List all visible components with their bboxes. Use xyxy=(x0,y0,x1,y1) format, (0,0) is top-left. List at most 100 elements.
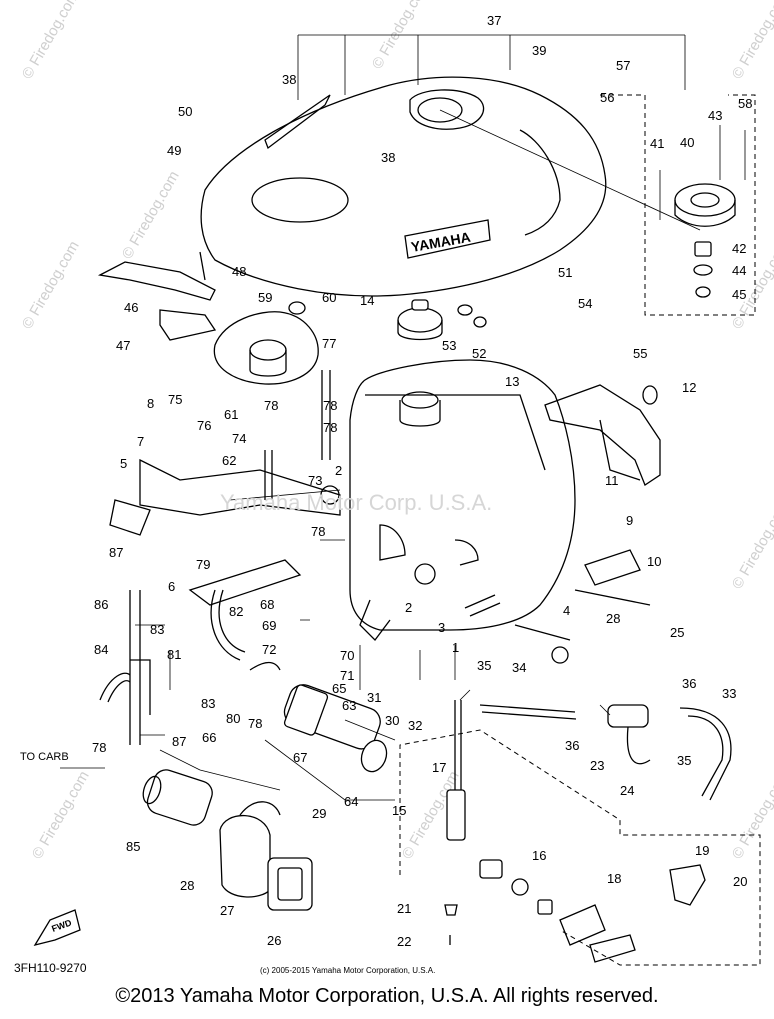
callout-32: 32 xyxy=(408,718,422,733)
callout-86: 86 xyxy=(94,597,108,612)
callout-4: 4 xyxy=(563,603,570,618)
callout-33: 33 xyxy=(722,686,736,701)
callout-70: 70 xyxy=(340,648,354,663)
hoses xyxy=(99,370,732,801)
callout-51: 51 xyxy=(558,265,572,280)
diagram-code: 3FH110-9270 xyxy=(14,961,87,975)
callout-41: 41 xyxy=(650,136,664,151)
callout-78: 78 xyxy=(264,398,278,413)
callout-45: 45 xyxy=(732,287,746,302)
callout-78: 78 xyxy=(311,524,325,539)
callout-60: 60 xyxy=(322,290,336,305)
callout-38: 38 xyxy=(381,150,395,165)
callout-25: 25 xyxy=(670,625,684,640)
callout-46: 46 xyxy=(124,300,138,315)
callout-71: 71 xyxy=(340,668,354,683)
callout-10: 10 xyxy=(647,554,661,569)
callout-30: 30 xyxy=(385,713,399,728)
leader-lines xyxy=(60,34,761,966)
callout-72: 72 xyxy=(262,642,276,657)
watermark-text: © Firedog.com xyxy=(19,0,83,82)
callout-47: 47 xyxy=(116,338,130,353)
callout-22: 22 xyxy=(397,934,411,949)
callout-83: 83 xyxy=(201,696,215,711)
callout-81: 81 xyxy=(167,647,181,662)
callout-61: 61 xyxy=(224,407,238,422)
callout-83: 83 xyxy=(150,622,164,637)
callout-87: 87 xyxy=(172,734,186,749)
callout-20: 20 xyxy=(733,874,747,889)
callout-64: 64 xyxy=(344,794,358,809)
callout-50: 50 xyxy=(178,104,192,119)
callout-82: 82 xyxy=(229,604,243,619)
callout-78: 78 xyxy=(92,740,106,755)
small-copyright: (c) 2005-2015 Yamaha Motor Corporation, … xyxy=(260,966,436,975)
callout-56: 56 xyxy=(600,90,614,105)
callout-16: 16 xyxy=(532,848,546,863)
frame-bracket xyxy=(109,458,341,606)
bracket-rear xyxy=(544,384,661,486)
callout-37: 37 xyxy=(487,13,501,28)
callout-13: 13 xyxy=(505,374,519,389)
cap-assembly xyxy=(674,183,736,298)
callout-28: 28 xyxy=(180,878,194,893)
callout-9: 9 xyxy=(626,513,633,528)
callout-80: 80 xyxy=(226,711,240,726)
callout-79: 79 xyxy=(196,557,210,572)
callout-67: 67 xyxy=(293,750,307,765)
watermark-text: © Firedog.com xyxy=(729,768,774,862)
callout-78: 78 xyxy=(323,420,337,435)
bracket-front xyxy=(97,251,217,341)
callout-17: 17 xyxy=(432,760,446,775)
watermark-text: © Firedog.com xyxy=(729,498,774,592)
inline-filter xyxy=(607,704,651,765)
callout-11: 11 xyxy=(605,473,619,488)
callout-78: 78 xyxy=(248,716,262,731)
callout-8: 8 xyxy=(147,396,154,411)
callout-87: 87 xyxy=(109,545,123,560)
filler-cap-holder xyxy=(213,301,319,385)
fuel-filter xyxy=(142,769,213,826)
callout-38: 38 xyxy=(282,72,296,87)
callout-84: 84 xyxy=(94,642,108,657)
callout-35: 35 xyxy=(477,658,491,673)
fuel-cock xyxy=(444,700,636,963)
callout-5: 5 xyxy=(120,456,127,471)
callout-76: 76 xyxy=(197,418,211,433)
callout-21: 21 xyxy=(397,901,411,916)
watermark-text: © Firedog.com xyxy=(369,0,433,72)
callout-68: 68 xyxy=(260,597,274,612)
callout-12: 12 xyxy=(682,380,696,395)
ghost-watermark: Yamaha Motor Corp. U.S.A. xyxy=(220,490,492,515)
callout-75: 75 xyxy=(168,392,182,407)
callout-19: 19 xyxy=(695,843,709,858)
callout-6: 6 xyxy=(168,579,175,594)
callout-62: 62 xyxy=(222,453,236,468)
callout-55: 55 xyxy=(633,346,647,361)
watermark-text: © Firedog.com xyxy=(729,0,774,82)
forward-arrow: FWD xyxy=(33,909,81,947)
callout-52: 52 xyxy=(472,346,486,361)
callout-31: 31 xyxy=(367,690,381,705)
watermark-text: © Firedog.com xyxy=(119,168,183,262)
callout-54: 54 xyxy=(578,296,592,311)
callout-59: 59 xyxy=(258,290,272,305)
callout-14: 14 xyxy=(360,293,374,308)
fuel-tank xyxy=(320,359,576,641)
callout-49: 49 xyxy=(167,143,181,158)
callout-36: 36 xyxy=(682,676,696,691)
callout-29: 29 xyxy=(312,806,326,821)
callout-39: 39 xyxy=(532,43,546,58)
to-carb-label: TO CARB xyxy=(20,751,69,763)
callout-53: 53 xyxy=(442,338,456,353)
callout-66: 66 xyxy=(202,730,216,745)
callout-7: 7 xyxy=(137,434,144,449)
fuel-sender xyxy=(669,864,706,906)
copyright-notice: ©2013 Yamaha Motor Corporation, U.S.A. A… xyxy=(115,985,659,1007)
callout-85: 85 xyxy=(126,839,140,854)
callout-28: 28 xyxy=(606,611,620,626)
tank-cover: YAMAHA xyxy=(200,76,607,297)
callout-73: 73 xyxy=(308,473,322,488)
callout-26: 26 xyxy=(267,933,281,948)
